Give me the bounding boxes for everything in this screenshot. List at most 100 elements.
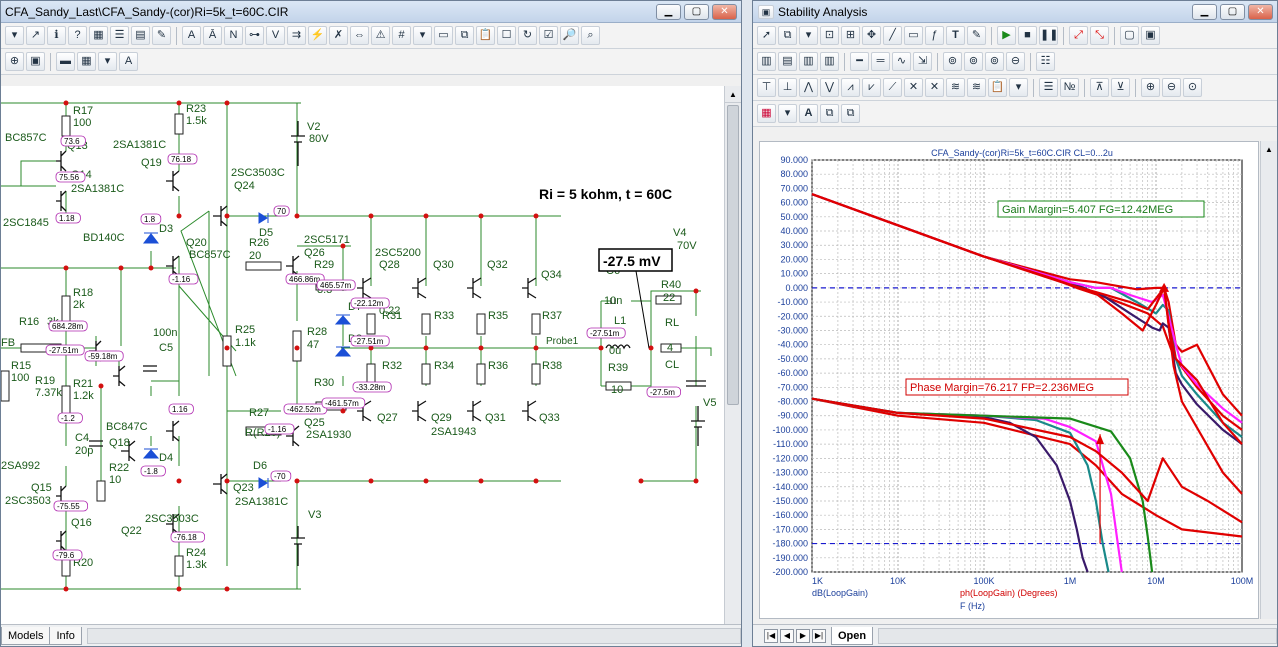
x-cursor-2-icon[interactable]: ✕ (925, 78, 944, 97)
dropdown-arrow-icon[interactable]: ▾ (98, 52, 117, 71)
multi-2-icon[interactable]: ≋ (967, 78, 986, 97)
nav-last-icon[interactable]: ▶| (812, 628, 826, 643)
zoom-box-icon[interactable]: ⊡ (820, 26, 839, 45)
line-icon[interactable]: ╱ (883, 26, 902, 45)
dropdown-arrow-icon[interactable]: ▾ (5, 26, 24, 45)
bars-3-icon[interactable]: ▥ (799, 52, 818, 71)
edit-icon[interactable]: ✎ (152, 26, 171, 45)
current-icon[interactable]: ⇉ (287, 26, 306, 45)
hline-2-icon[interactable]: ═ (871, 52, 890, 71)
fit-2-icon[interactable]: ⊻ (1111, 78, 1130, 97)
grid-view-icon[interactable]: ▦ (77, 52, 96, 71)
wire-tool-icon[interactable]: ↗ (26, 26, 45, 45)
schematic-titlebar[interactable]: CFA_Sandy_Last\CFA_Sandy-(cor)Ri=5k_t=60… (1, 1, 741, 23)
save-icon[interactable]: ▬ (56, 52, 75, 71)
peak-icon[interactable]: ⊤ (757, 78, 776, 97)
magnify-2-icon[interactable]: ⊚ (964, 52, 983, 71)
tile-icon[interactable]: ▣ (1141, 26, 1160, 45)
magnify-icon[interactable]: ⊚ (943, 52, 962, 71)
magnify-3-icon[interactable]: ⊚ (985, 52, 1004, 71)
fall-icon[interactable]: ⩗ (862, 78, 881, 97)
zoom-icon[interactable]: ⊕ (5, 52, 24, 71)
hline-icon[interactable]: ━ (850, 52, 869, 71)
font-icon[interactable]: A (799, 104, 818, 123)
grid-icon[interactable]: # (392, 26, 411, 45)
box-icon[interactable]: ☐ (497, 26, 516, 45)
checkbox-icon[interactable]: ☑ (539, 26, 558, 45)
cursor-icon[interactable]: ⤢ (1069, 26, 1088, 45)
properties-icon[interactable]: ✎ (967, 26, 986, 45)
flash-icon[interactable]: ⚡ (308, 26, 327, 45)
scroll-up-arrow-icon[interactable]: ▲ (725, 86, 741, 103)
stop-icon[interactable]: ■ (1018, 26, 1037, 45)
tab-info[interactable]: Info (49, 626, 82, 645)
voltage-icon[interactable]: V (266, 26, 285, 45)
close-button[interactable]: ✕ (1248, 3, 1273, 20)
slope-icon[interactable]: ⟋ (883, 78, 902, 97)
minimize-button[interactable]: ▁ (656, 3, 681, 20)
nav-first-icon[interactable]: |◀ (764, 628, 778, 643)
run-icon[interactable]: ▶ (997, 26, 1016, 45)
layers-icon[interactable]: ⧉ (820, 104, 839, 123)
scroll-up-arrow-icon[interactable]: ▲ (1265, 145, 1273, 154)
pan-icon[interactable]: ✥ (862, 26, 881, 45)
rect-icon[interactable]: ▭ (904, 26, 923, 45)
settings-icon[interactable]: ☷ (1036, 52, 1055, 71)
cursor-2-icon[interactable]: ⤡ (1090, 26, 1109, 45)
bars-2-icon[interactable]: ▤ (778, 52, 797, 71)
minimize-button[interactable]: ▁ (1192, 3, 1217, 20)
schematic-vertical-scrollbar[interactable]: ▲ (724, 86, 741, 624)
maximize-button[interactable]: ▢ (1220, 3, 1245, 20)
clipboard-icon[interactable]: 📋 (988, 78, 1007, 97)
horizontal-scrollbar[interactable] (878, 627, 1277, 644)
dropdown-arrow-icon[interactable]: ▾ (413, 26, 432, 45)
plot-area[interactable]: CFA_Sandy-(cor)Ri=5k_t=60C.CIR CL=0...2u… (759, 141, 1259, 619)
page-setup-icon[interactable]: ▣ (26, 52, 45, 71)
tab-open[interactable]: Open (831, 626, 874, 645)
dropdown-arrow-icon[interactable]: ▾ (799, 26, 818, 45)
schematic-canvas[interactable]: R17100R231.5kBC857CQ132SA1381CQ19Q142SA1… (1, 86, 740, 624)
text-icon[interactable]: T (946, 26, 965, 45)
find-icon[interactable]: 🔎 (560, 26, 579, 45)
plot-vertical-scrollbar[interactable]: ▲ (1260, 141, 1277, 619)
fit-icon[interactable]: ⊼ (1090, 78, 1109, 97)
zoom-reset-icon[interactable]: ⊙ (1183, 78, 1202, 97)
copy-icon[interactable]: ⧉ (455, 26, 474, 45)
bars-icon[interactable]: ▥ (757, 52, 776, 71)
warning-icon[interactable]: ⚠ (371, 26, 390, 45)
maximize-button[interactable]: ▢ (684, 3, 709, 20)
export-icon[interactable]: ⇲ (913, 52, 932, 71)
nav-next-icon[interactable]: ▶ (796, 628, 810, 643)
help-icon[interactable]: ? (68, 26, 87, 45)
page-icon[interactable]: ▭ (434, 26, 453, 45)
nav-prev-icon[interactable]: ◀ (780, 628, 794, 643)
text-tool-icon[interactable]: A (182, 26, 201, 45)
zoom-out-icon[interactable]: ⊖ (1162, 78, 1181, 97)
font-icon[interactable]: A (119, 52, 138, 71)
attribute-icon[interactable]: Ā (203, 26, 222, 45)
find-next-icon[interactable]: ⌕ (581, 26, 600, 45)
formula-icon[interactable]: ƒ (925, 26, 944, 45)
chart-wave-icon[interactable]: ∿ (892, 52, 911, 71)
pin-icon[interactable]: ⊶ (245, 26, 264, 45)
color-icon[interactable]: ▦ (757, 104, 776, 123)
copy-icon[interactable]: ⧉ (778, 26, 797, 45)
valley-icon[interactable]: ⊥ (778, 78, 797, 97)
dropdown-arrow-icon[interactable]: ▾ (778, 104, 797, 123)
x-cursor-icon[interactable]: ✕ (904, 78, 923, 97)
horizontal-scrollbar[interactable] (86, 627, 741, 644)
close-button[interactable]: ✕ (712, 3, 737, 20)
stability-titlebar[interactable]: ▣ Stability Analysis ▁ ▢ ✕ (753, 1, 1277, 23)
rise-icon[interactable]: ⩘ (841, 78, 860, 97)
list-icon[interactable]: ☰ (1039, 78, 1058, 97)
scroll-thumb[interactable] (727, 105, 739, 405)
refresh-icon[interactable]: ↻ (518, 26, 537, 45)
paste-icon[interactable]: 📋 (476, 26, 495, 45)
select-pointer-icon[interactable]: ➚ (757, 26, 776, 45)
window-icon[interactable]: ▢ (1120, 26, 1139, 45)
node-name-icon[interactable]: N (224, 26, 243, 45)
list-icon[interactable]: ☰ (110, 26, 129, 45)
info-icon[interactable]: ℹ (47, 26, 66, 45)
probe-icon[interactable]: ✗ (329, 26, 348, 45)
layers-2-icon[interactable]: ⧉ (841, 104, 860, 123)
